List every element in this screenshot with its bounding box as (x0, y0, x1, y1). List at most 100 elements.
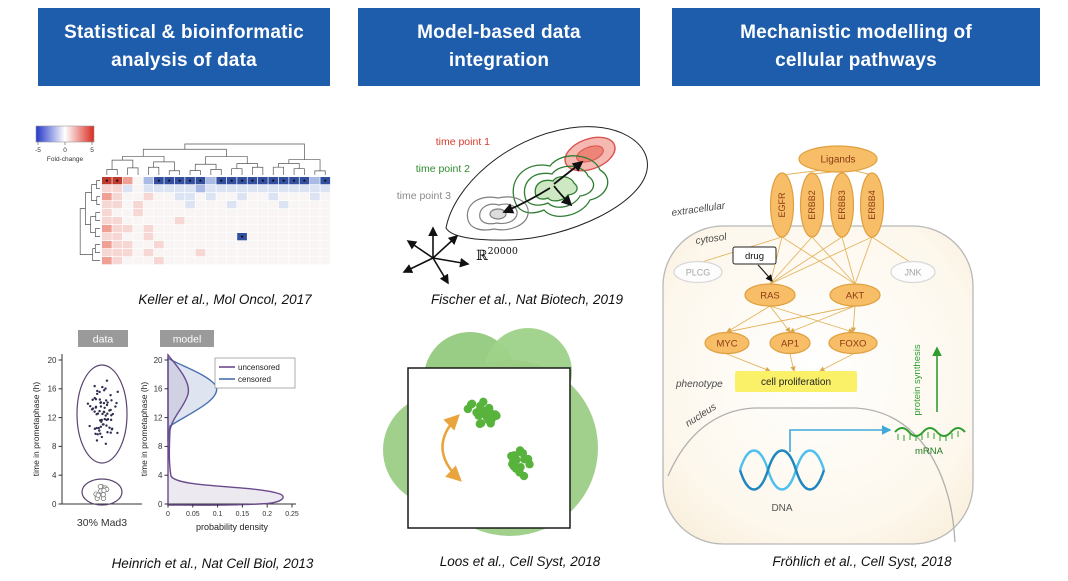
dimension-label: ℝ20000 (476, 246, 518, 264)
svg-text:PLCG: PLCG (686, 268, 711, 278)
data-y-axis-label: time in prometaphase (h) (31, 382, 41, 477)
svg-text:0.2: 0.2 (262, 511, 272, 518)
colorbar-label: Fold-change (47, 156, 84, 163)
cluster-scatter-figure (383, 328, 598, 536)
svg-text:0: 0 (158, 500, 163, 509)
svg-text:20: 20 (154, 356, 163, 365)
header-line: cellular pathways (775, 50, 937, 71)
mrna-label: mRNA (915, 446, 944, 457)
citation-loos: Loos et al., Cell Syst, 2018 (439, 554, 601, 569)
header-mechanistic-modelling: Mechanistic modelling of cellular pathwa… (672, 8, 1040, 86)
svg-text:0.05: 0.05 (186, 511, 200, 518)
svg-text:12: 12 (48, 413, 57, 422)
citation-keller: Keller et al., Mol Oncol, 2017 (138, 292, 312, 307)
svg-text:data: data (93, 334, 114, 346)
colorbar-tick: 0 (63, 147, 67, 154)
foxo-node: FOXO (828, 331, 878, 355)
heatmap-cells (102, 177, 331, 265)
model-y-axis-label: time in prometaphase (h) (139, 382, 149, 477)
ap1-node: AP1 (769, 331, 811, 355)
legend-uncensored: uncensored (238, 363, 280, 372)
kinase-tf-links (726, 305, 857, 334)
protein-synthesis-label: protein synthesis (912, 344, 923, 416)
violin-outline-upper (76, 364, 128, 464)
svg-text:ERBB3: ERBB3 (837, 190, 847, 220)
svg-text:RAS: RAS (760, 291, 780, 302)
model-panel-label: model (160, 330, 214, 347)
time-point-3-label: time point 3 (397, 190, 451, 202)
ligands-node: Ligands (798, 145, 878, 173)
colorbar-tick: -5 (35, 147, 41, 154)
legend: uncensored censored (214, 357, 296, 389)
header-data-integration: Model-based data integration (358, 8, 640, 86)
receptor-egfr: EGFR (769, 172, 795, 238)
citation-heinrich: Heinrich et al., Nat Cell Biol, 2013 (111, 556, 314, 571)
svg-text:AKT: AKT (846, 291, 865, 302)
header-statistical-analysis: Statistical & bioinformatic analysis of … (38, 8, 330, 86)
svg-text:12: 12 (154, 413, 163, 422)
extracellular-label: extracellular (671, 200, 727, 218)
header-line: analysis of data (111, 50, 257, 71)
x-axis-label: probability density (196, 522, 269, 532)
drug-inhibition-arrow (757, 264, 773, 282)
uncensored-density-curve (167, 353, 284, 506)
svg-text:EGFR: EGFR (777, 192, 787, 218)
colorbar: -5 0 5 Fold-change (35, 125, 95, 163)
citation-froehlich: Fröhlich et al., Cell Syst, 2018 (772, 554, 952, 569)
phenotype-label: phenotype (675, 379, 723, 390)
data-model-figure: data model time in prometaphase (h) 30% … (31, 330, 299, 532)
scatter-dots (86, 379, 119, 501)
svg-text:8: 8 (52, 442, 57, 451)
svg-text:AP1: AP1 (781, 339, 799, 350)
pathway-figure: Ligands EGFR ERBB2 ERBB3 ERBB4 extracell… (662, 145, 974, 545)
column-dendrogram (106, 143, 326, 175)
svg-text:16: 16 (48, 385, 57, 394)
akt-node: AKT (829, 283, 881, 307)
high-dimensional-axes-icon (402, 226, 470, 285)
time-point-2-label: time point 2 (416, 163, 470, 175)
tf-phenotype-links (726, 353, 854, 372)
cluster-transition-arrow (441, 414, 462, 482)
row-dendrogram (79, 180, 100, 261)
manifold-figure: time point 1 time point 2 time point 3 (397, 126, 648, 285)
svg-text:4: 4 (52, 471, 57, 480)
time-point-1-label: time point 1 (436, 136, 490, 148)
svg-text:model: model (173, 334, 202, 346)
svg-text:0: 0 (52, 500, 57, 509)
single-cell-scatter-dots (463, 397, 534, 481)
receptor-erbb2: ERBB2 (799, 172, 825, 238)
svg-text:ERBB4: ERBB4 (867, 190, 877, 220)
time-point-3-contours (466, 196, 529, 231)
drug-node: drug (732, 246, 777, 282)
header-line: Statistical & bioinformatic (64, 22, 304, 44)
scatter-frame (407, 367, 571, 529)
receptor-erbb4: ERBB4 (859, 172, 885, 238)
heatmap-figure: -5 0 5 Fold-change (35, 125, 331, 265)
header-line: integration (448, 50, 550, 71)
svg-text:8: 8 (158, 442, 163, 451)
cell-proliferation-node: cell proliferation (735, 371, 857, 392)
myc-node: MYC (704, 331, 750, 355)
jnk-node: JNK (890, 260, 936, 284)
svg-text:0.1: 0.1 (213, 511, 223, 518)
time-point-1-contours (564, 136, 616, 172)
header-line: Model-based data (417, 22, 581, 44)
svg-text:FOXO: FOXO (840, 339, 867, 350)
dna-label: DNA (771, 503, 792, 514)
citation-fischer: Fischer et al., Nat Biotech, 2019 (430, 292, 624, 307)
svg-text:0: 0 (166, 511, 170, 518)
plcg-node: PLCG (673, 260, 723, 284)
svg-text:0.25: 0.25 (285, 511, 299, 518)
svg-text:20: 20 (48, 356, 57, 365)
dna-helix (738, 449, 826, 491)
transcription-arrow (789, 425, 892, 452)
data-panel-label: data (78, 330, 128, 347)
svg-text:MYC: MYC (716, 339, 737, 350)
nucleus-membrane (667, 407, 956, 543)
svg-text:Ligands: Ligands (820, 155, 855, 166)
trajectory-arrows (502, 160, 584, 214)
colorbar-tick: 5 (90, 147, 94, 154)
svg-text:16: 16 (154, 385, 163, 394)
